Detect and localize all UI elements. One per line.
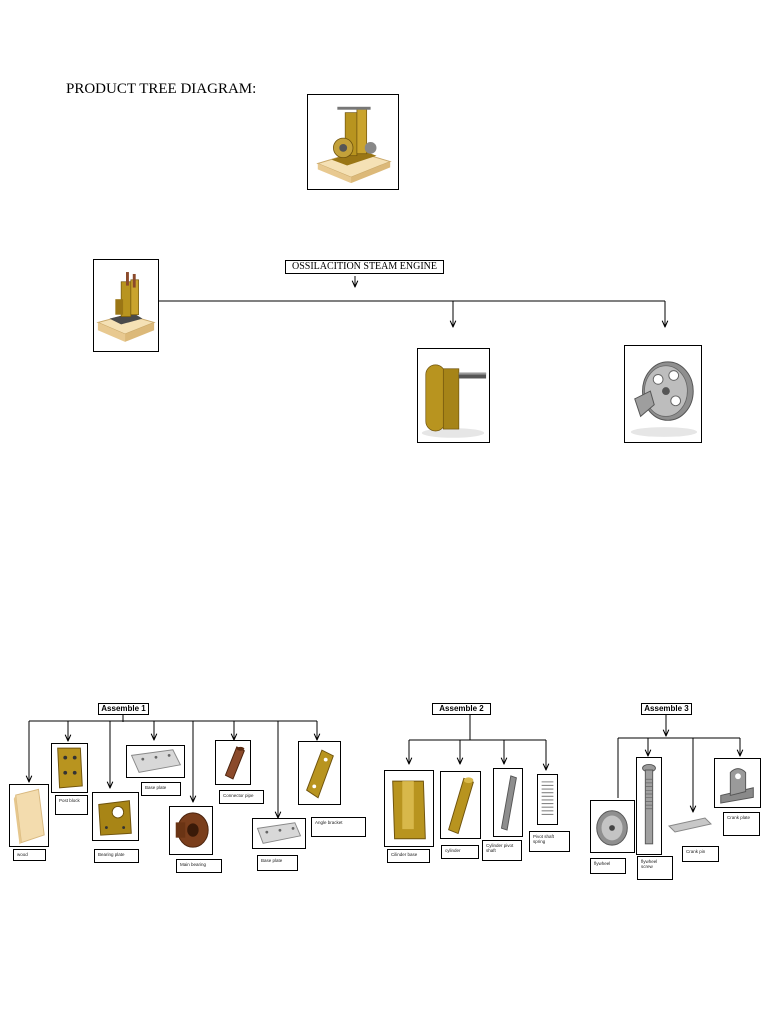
angle-bracket-image xyxy=(298,741,341,805)
assembly2-title: Assemble 2 xyxy=(432,703,491,715)
bearing-plate-label: Bearing plate xyxy=(94,849,139,863)
base-plate-image-1 xyxy=(126,745,185,778)
main-bearing-label: Main bearing xyxy=(176,859,222,873)
cylinder-label: cylinder xyxy=(441,845,479,859)
cylinder-pivot-shaft-label: Cylinder pivot shaft xyxy=(482,840,522,861)
base-plate-image-2 xyxy=(252,818,306,849)
assembly3-overview-image xyxy=(624,345,702,443)
cilinder-base-label: Cilinder base xyxy=(387,849,430,863)
main-bearing-image xyxy=(169,806,213,855)
page-title: PRODUCT TREE DIAGRAM: xyxy=(66,81,257,97)
pivot-shaft-spring-label: Pivot shaft spring xyxy=(529,831,570,852)
assembly2-overview-image xyxy=(417,348,490,443)
cylinder-image xyxy=(440,771,481,839)
base-plate-label-1: Base plate xyxy=(141,782,181,796)
crank-plate-image xyxy=(714,758,761,808)
assembly1-title: Assemble 1 xyxy=(98,703,149,715)
pivot-shaft-spring-image xyxy=(537,774,558,825)
flywheel-image xyxy=(590,800,635,853)
wood-image xyxy=(9,784,49,847)
connector-pipe-label: Connector pipe xyxy=(219,790,264,804)
root-label: OSSILACITION STEAM ENGINE xyxy=(285,260,444,274)
post-block-label: Post block xyxy=(55,795,88,815)
assembly1-overview-image xyxy=(93,259,159,352)
bearing-plate-image xyxy=(92,792,139,841)
cylinder-pivot-shaft-image xyxy=(493,768,523,837)
crank-pin-image xyxy=(665,812,715,836)
wood-label: wood xyxy=(13,849,46,861)
crank-plate-label: Crank plate xyxy=(723,812,760,836)
cilinder-base-image xyxy=(384,770,434,847)
post-block-image xyxy=(51,743,88,793)
connector-pipe-image xyxy=(215,740,251,785)
flywheel-label: flywheel xyxy=(590,858,626,874)
flywheel-screw-label: flywheel screw xyxy=(637,856,673,880)
assembly3-title: Assemble 3 xyxy=(641,703,692,715)
engine-image xyxy=(307,94,399,190)
flywheel-screw-image xyxy=(636,757,662,855)
crank-pin-label: Crank pin xyxy=(682,846,719,862)
angle-bracket-label: Angle bracket xyxy=(311,817,366,837)
base-plate-label-2: Base plate xyxy=(257,855,298,871)
